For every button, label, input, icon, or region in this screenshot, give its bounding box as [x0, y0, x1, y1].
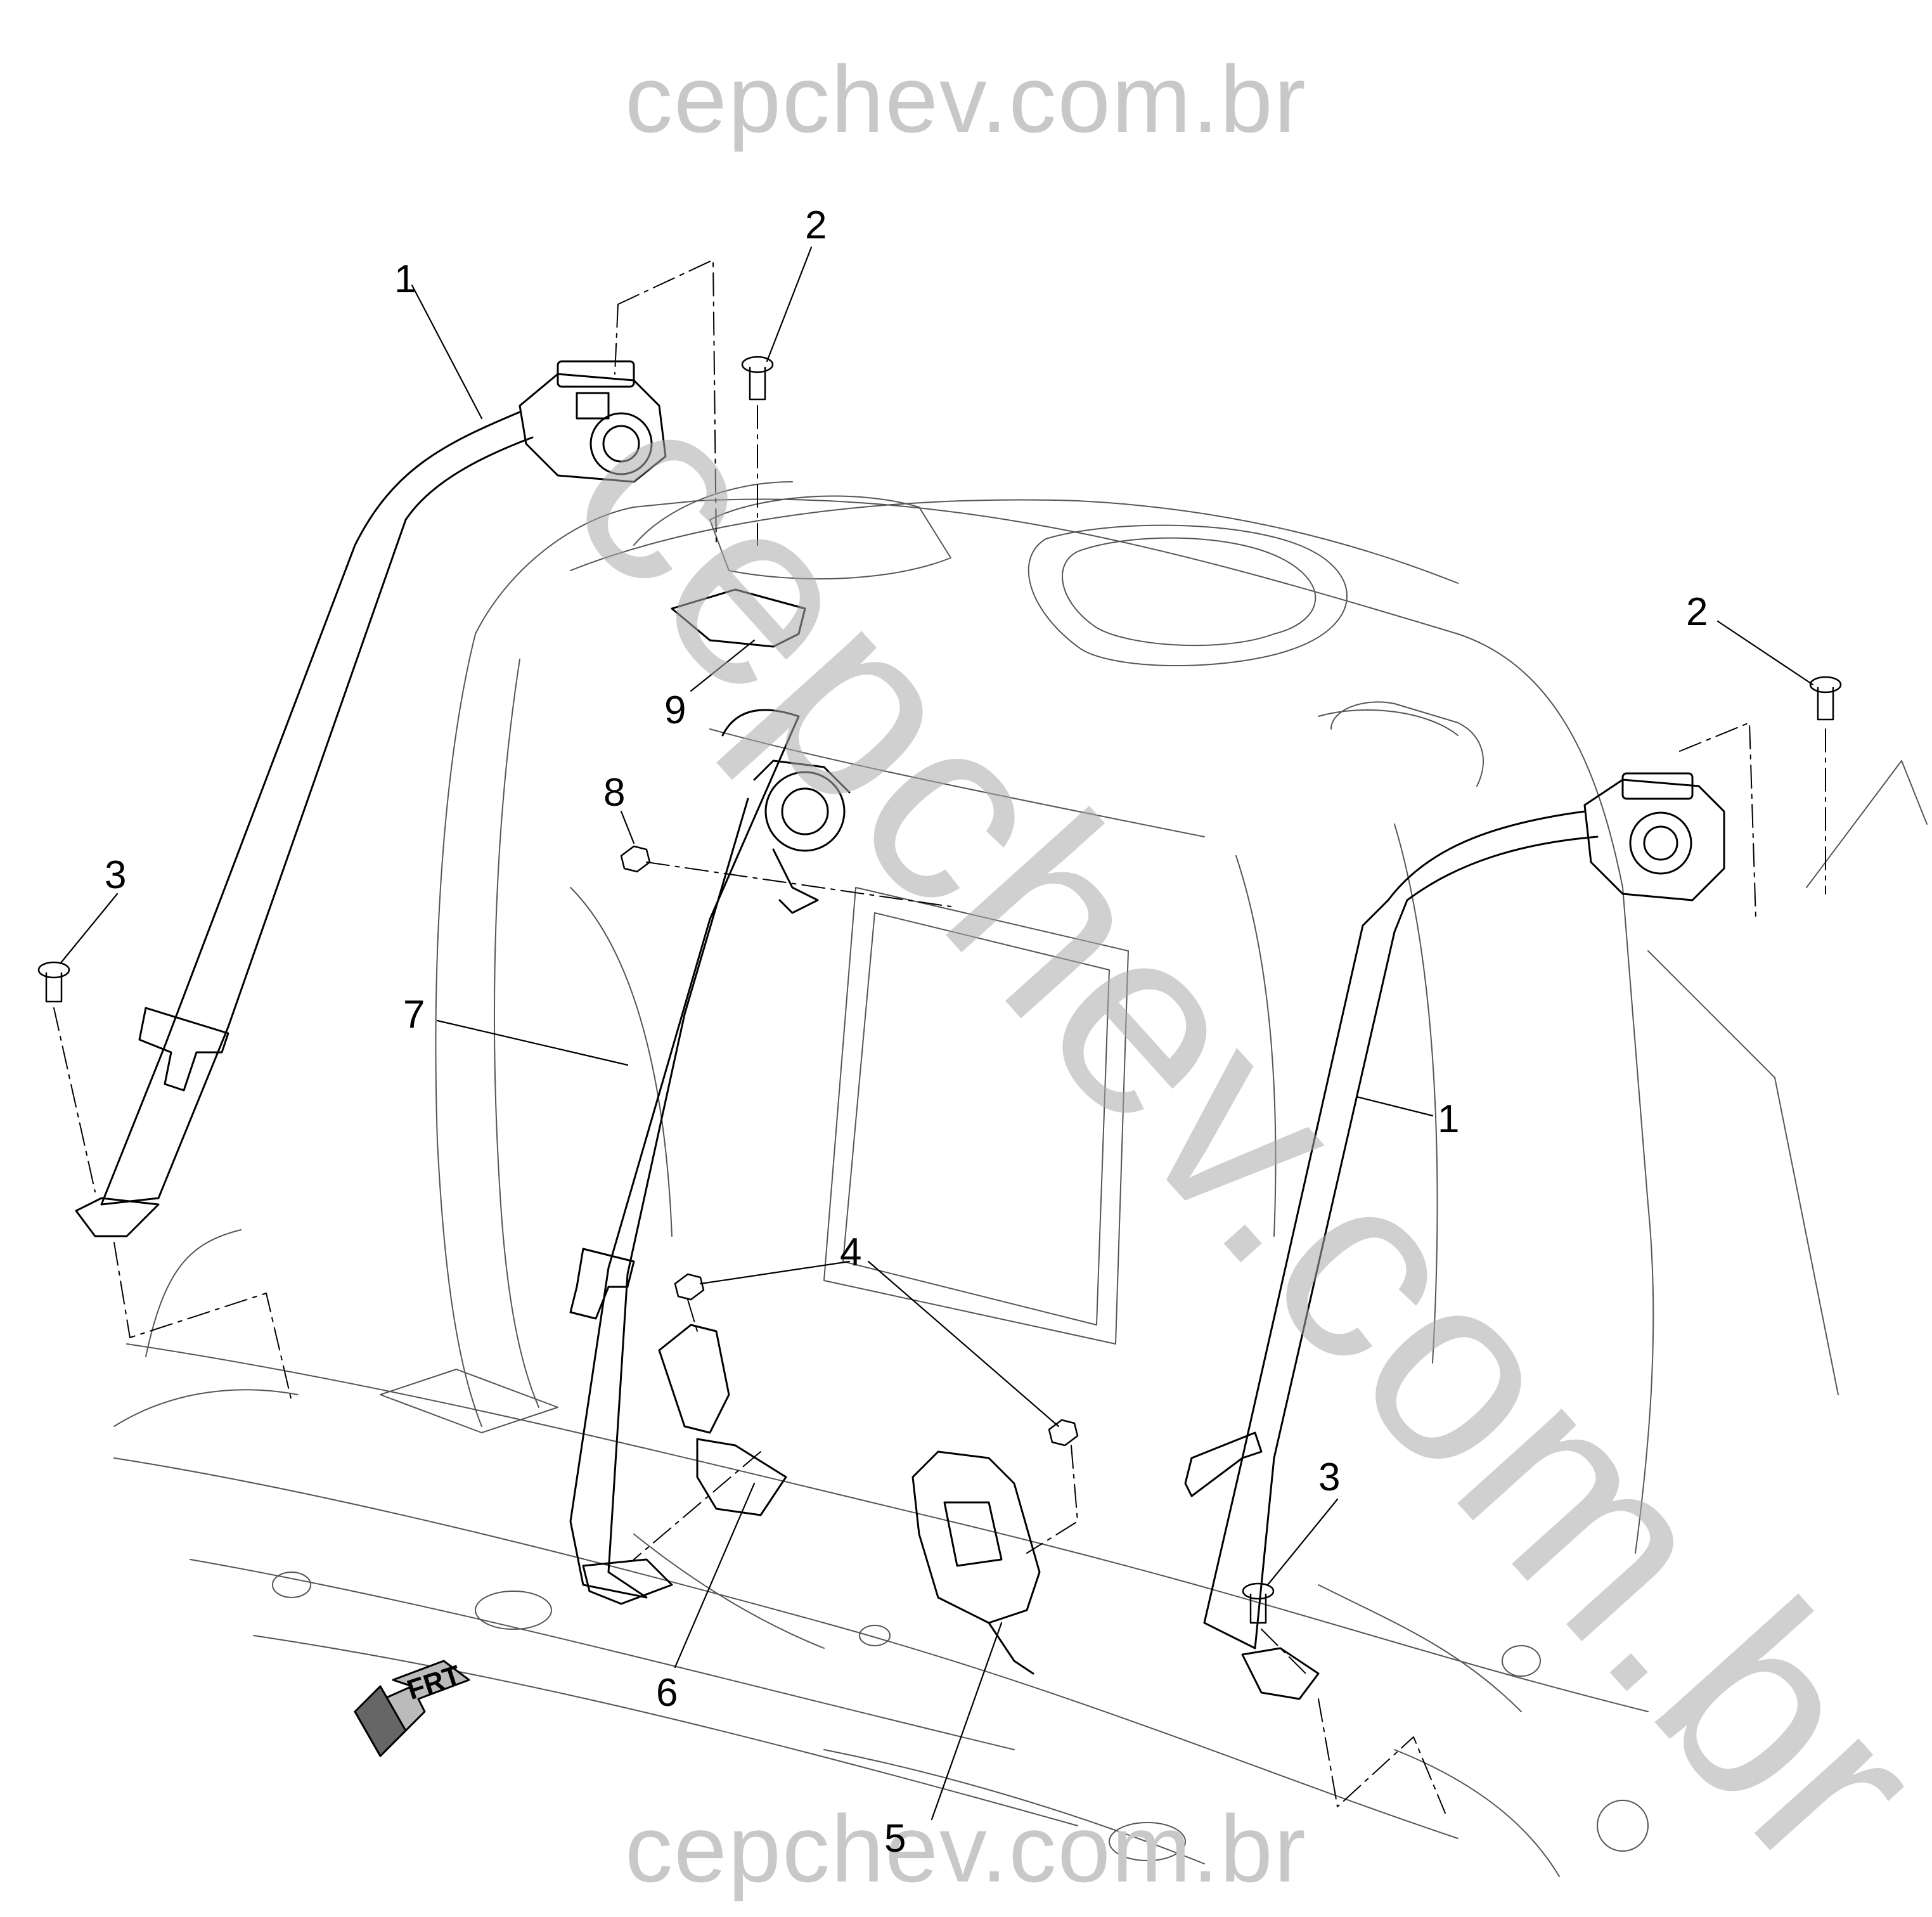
- nut-item-4-left: [674, 1273, 705, 1301]
- callout-5: 5: [884, 1817, 906, 1861]
- left-belt-tongue: [138, 1007, 229, 1092]
- left-lower-anchor: [75, 1197, 160, 1237]
- right-buckle-item-5: [911, 1450, 1041, 1675]
- left-belt-webbing: [100, 411, 534, 1206]
- left-seat-belt-retractor: [518, 360, 667, 483]
- watermark-bottom: cepchev.com.br: [625, 1795, 1307, 1902]
- callout-9: 9: [664, 688, 686, 732]
- right-belt-tongue: [1184, 1431, 1263, 1497]
- center-seat-belt-retractor: [753, 759, 851, 914]
- right-seat-belt-retractor: [1583, 772, 1725, 901]
- callout-7: 7: [403, 993, 425, 1036]
- bolt-item-3-left: [37, 961, 70, 1003]
- callout-8: 8: [603, 771, 626, 815]
- package-shelf: [570, 495, 1928, 1395]
- bolt-item-2-left: [741, 356, 774, 401]
- callout-3-left: 3: [105, 853, 127, 897]
- right-belt-webbing: [1203, 810, 1599, 1649]
- installation-guide-lines: [53, 259, 1826, 1814]
- callout-1-left: 1: [394, 257, 416, 301]
- bolt-item-3-right: [1242, 1582, 1275, 1624]
- callout-leader-lines: [59, 246, 1814, 1821]
- center-buckle-item-6: [658, 1324, 787, 1516]
- right-lower-anchor: [1241, 1647, 1320, 1700]
- callout-3-right: 3: [1318, 1456, 1341, 1499]
- callout-4: 4: [840, 1230, 862, 1274]
- callout-2-right: 2: [1686, 590, 1708, 634]
- callout-1-right: 1: [1438, 1097, 1460, 1141]
- callout-6: 6: [656, 1671, 678, 1715]
- rear-seat-back: [435, 481, 1654, 1554]
- callout-2-left: 2: [805, 203, 827, 247]
- nut-item-8: [620, 845, 651, 873]
- bolt-item-2-right: [1809, 676, 1842, 721]
- watermark-top: cepchev.com.br: [625, 46, 1307, 152]
- head-restraint-guide-cover: [671, 588, 806, 648]
- center-belt-webbing: [569, 709, 800, 1599]
- vehicle-floor-pan: [113, 1229, 1649, 1877]
- front-direction-arrow: [354, 1660, 470, 1757]
- center-lower-anchor: [582, 1558, 673, 1605]
- nut-item-4-right: [1048, 1419, 1079, 1447]
- center-belt-tongue: [569, 1248, 635, 1320]
